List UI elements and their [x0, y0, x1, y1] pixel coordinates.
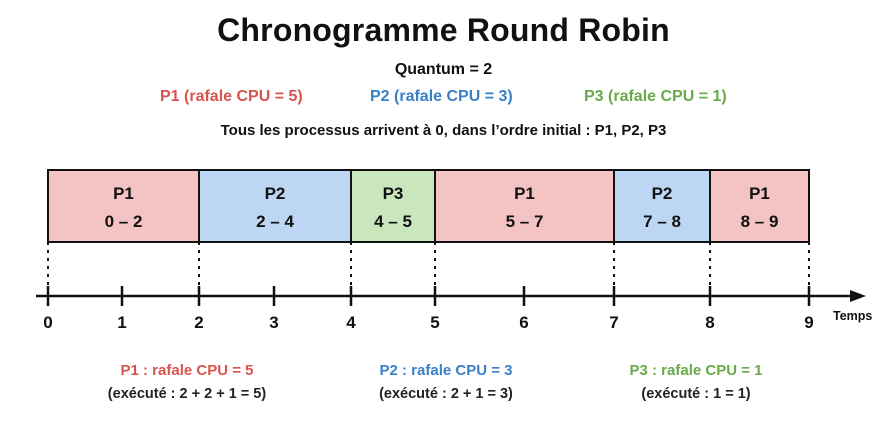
axis-tick-label-9: 9	[804, 313, 813, 332]
axis-tick-label-1: 1	[117, 313, 126, 332]
gantt-segment-range-3: 5 – 7	[506, 212, 544, 231]
gantt-segment-range-1: 2 – 4	[256, 212, 294, 231]
summary-p1: P1 : rafale CPU = 5 (exécuté : 2 + 2 + 1…	[57, 362, 317, 402]
gantt-segment-range-4: 7 – 8	[643, 212, 681, 231]
summary-p3-title: P3 : rafale CPU = 1	[629, 362, 763, 379]
axis-label-time: Temps	[833, 309, 872, 323]
page-title: Chronogramme Round Robin	[217, 12, 670, 48]
legend-p3: P3 (rafale CPU = 1)	[584, 88, 727, 105]
gantt-segment-process-3: P1	[514, 184, 535, 203]
gantt-segment-range-5: 8 – 9	[741, 212, 779, 231]
gantt-segment-process-2: P3	[383, 184, 404, 203]
summary-p3: P3 : rafale CPU = 1 (exécuté : 1 = 1)	[566, 362, 826, 402]
summary-p3-executed: (exécuté : 1 = 1)	[641, 386, 751, 402]
gantt-segment-process-0: P1	[113, 184, 134, 203]
summary-p2-executed: (exécuté : 2 + 1 = 3)	[379, 386, 513, 402]
axis-tick-label-7: 7	[609, 313, 618, 332]
summary-p1-executed: (exécuté : 2 + 2 + 1 = 5)	[107, 386, 267, 402]
axis-tick-label-5: 5	[430, 313, 439, 332]
axis-tick-label-8: 8	[705, 313, 714, 332]
gantt-segment-0	[47, 169, 200, 243]
gantt-chart: P1 0 – 2 P2 2 – 4 P3 4 – 5 P1 5 – 7 P2 7 – 8 P1 8 –…	[36, 169, 872, 332]
time-axis-arrow-icon	[850, 290, 866, 302]
axis-tick-label-4: 4	[346, 313, 356, 332]
gantt-segment-process-1: P2	[265, 184, 286, 203]
legend-p2: P2 (rafale CPU = 3)	[370, 88, 513, 105]
gantt-segment-2	[350, 169, 436, 243]
legend-p1: P1 (rafale CPU = 5)	[160, 88, 303, 105]
arrival-note: Tous les processus arrivent à 0, dans l’…	[220, 122, 667, 139]
gantt-segment-process-4: P2	[652, 184, 673, 203]
summary-p1-title: P1 : rafale CPU = 5	[120, 362, 254, 379]
gantt-segment-range-0: 0 – 2	[105, 212, 143, 231]
gantt-segment-3	[434, 169, 615, 243]
axis-tick-label-6: 6	[519, 313, 528, 332]
gantt-segment-5	[709, 169, 810, 243]
gantt-segment-range-2: 4 – 5	[374, 212, 412, 231]
axis-tick-label-3: 3	[269, 313, 278, 332]
summary-p2-title: P2 : rafale CPU = 3	[379, 362, 513, 379]
gantt-segment-1	[198, 169, 352, 243]
gantt-segment-process-5: P1	[749, 184, 770, 203]
summary-p2: P2 : rafale CPU = 3 (exécuté : 2 + 1 = 3…	[316, 362, 576, 402]
axis-tick-label-2: 2	[194, 313, 203, 332]
axis-tick-label-0: 0	[43, 313, 52, 332]
quantum-label: Quantum = 2	[394, 61, 493, 78]
gantt-segment-4	[613, 169, 711, 243]
